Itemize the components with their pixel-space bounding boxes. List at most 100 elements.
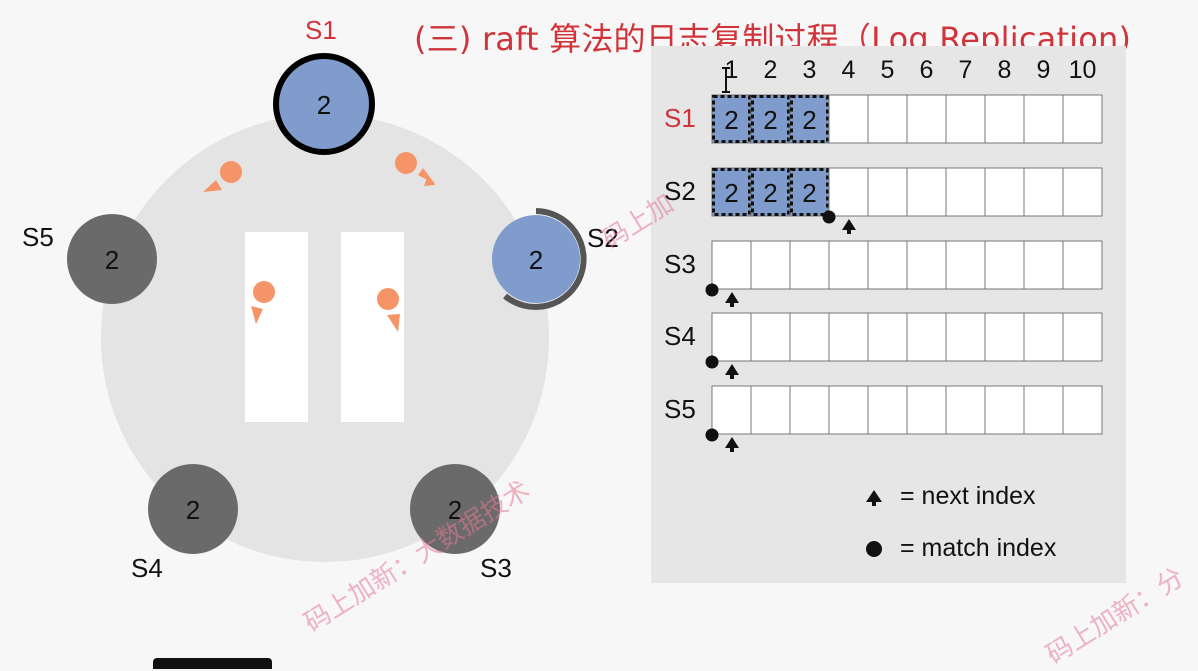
log-cell [828, 94, 869, 144]
log-column-header: 7 [958, 56, 973, 84]
log-row [705, 312, 1103, 379]
log-row-label: S3 [664, 249, 696, 279]
log-cell [789, 240, 830, 290]
log-cell [906, 167, 947, 217]
node-s2-label: S2 [587, 223, 619, 253]
log-cell [945, 385, 986, 435]
log-cell [945, 167, 986, 217]
log-entry-border [790, 95, 829, 143]
cluster-background [101, 114, 549, 562]
message-lane-right [341, 232, 404, 422]
log-cell [945, 312, 986, 362]
log-entry-border [712, 168, 751, 216]
log-cell [711, 167, 752, 217]
log-entry-border [712, 95, 751, 143]
log-cell [867, 312, 908, 362]
message-s1-to-s2 [395, 152, 435, 186]
next-index-marker-stem [730, 374, 734, 379]
log-row-label: S1 [664, 103, 696, 133]
next-index-marker-stem [730, 447, 734, 452]
match-index-marker [822, 210, 836, 224]
log-cell [1023, 385, 1064, 435]
log-entry-border [790, 168, 829, 216]
match-index-marker [705, 428, 719, 442]
log-cell [945, 94, 986, 144]
next-index-marker [842, 219, 856, 230]
log-entry-border [751, 168, 790, 216]
log-column-header: 3 [802, 56, 817, 84]
log-cell [906, 240, 947, 290]
legend-match-index: = match index [900, 534, 1057, 562]
log-column-header: 2 [763, 56, 778, 84]
next-index-marker-stem [730, 302, 734, 307]
message-s1-to-s3 [377, 288, 400, 332]
log-cell [906, 94, 947, 144]
node-s2-term: 2 [529, 245, 543, 275]
log-cell [1023, 167, 1064, 217]
node-s3 [410, 464, 500, 554]
node-s5 [67, 214, 157, 304]
log-row-label: S4 [664, 321, 696, 351]
log-cell [867, 240, 908, 290]
log-entry-term: 2 [763, 105, 777, 135]
log-cell [711, 312, 752, 362]
overlay-tab [153, 658, 272, 669]
log-entry-border [751, 95, 790, 143]
log-entry-term: 2 [724, 105, 738, 135]
log-cell [789, 385, 830, 435]
log-cell [1023, 94, 1064, 144]
log-cell [750, 385, 791, 435]
log-column-header: 6 [919, 56, 934, 84]
log-cell [984, 94, 1025, 144]
log-cell [828, 240, 869, 290]
node-s1-label: S1 [305, 15, 337, 45]
node-s2-timer-ring [503, 208, 587, 310]
log-cell [750, 312, 791, 362]
log-column-header: 9 [1036, 56, 1051, 84]
log-cell [867, 385, 908, 435]
log-row [705, 240, 1103, 307]
log-column-header: 10 [1068, 56, 1097, 84]
log-column-header: 4 [841, 56, 856, 84]
log-cell [750, 240, 791, 290]
text-cursor-icon [722, 67, 730, 93]
log-entry-term: 2 [724, 178, 738, 208]
log-cell [867, 167, 908, 217]
node-s4-term: 2 [186, 495, 200, 525]
next-index-marker [725, 364, 739, 375]
match-index-marker [705, 283, 719, 297]
log-cell [945, 240, 986, 290]
log-cell [1062, 312, 1103, 362]
log-cell [867, 94, 908, 144]
log-cell [711, 94, 752, 144]
log-column-header: 1 [724, 56, 739, 84]
log-cell [828, 385, 869, 435]
log-cell [984, 385, 1025, 435]
match-index-marker [705, 355, 719, 369]
log-row-label: S2 [664, 176, 696, 206]
log-cell [1062, 240, 1103, 290]
message-lane-left [245, 232, 308, 422]
log-row-label: S5 [664, 394, 696, 424]
log-cell [711, 385, 752, 435]
node-s4 [148, 464, 238, 554]
log-cell [711, 240, 752, 290]
log-cell [828, 312, 869, 362]
node-s1 [273, 53, 375, 155]
log-cell [789, 312, 830, 362]
log-entry-term: 2 [763, 178, 777, 208]
log-cell [1062, 94, 1103, 144]
next-index-marker [725, 437, 739, 448]
log-cell [906, 312, 947, 362]
log-column-header: 8 [997, 56, 1012, 84]
message-s1-to-s4 [251, 281, 275, 324]
log-cell [984, 312, 1025, 362]
log-row [705, 385, 1103, 452]
next-index-icon [866, 490, 882, 506]
message-s1-to-s5 [203, 161, 242, 192]
log-cell [984, 167, 1025, 217]
log-cell [984, 240, 1025, 290]
log-cell [1062, 167, 1103, 217]
